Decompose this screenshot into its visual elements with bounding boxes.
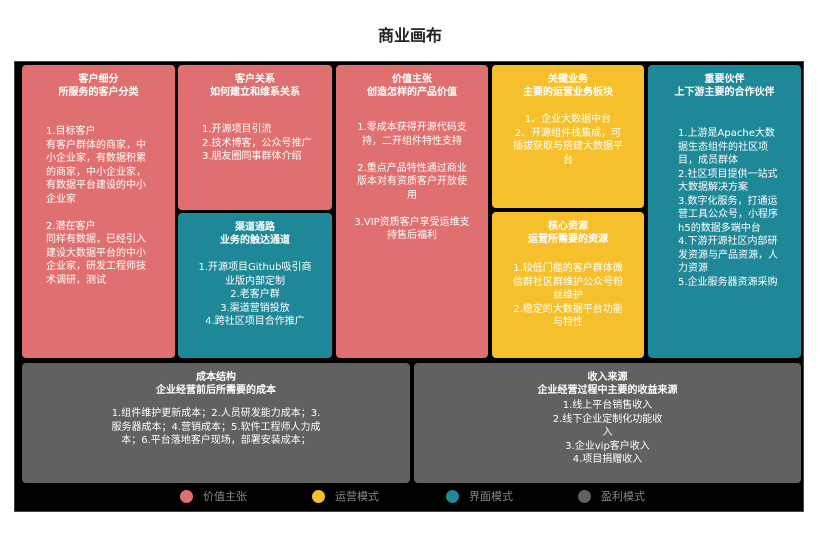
card-key-resources[interactable]: 核心资源 运营所需要的资源 1.较低门槛的客户群体微信群社区群维护公众号粉丝维护… [492,212,644,358]
card-cost-structure[interactable]: 成本结构 企业经营前后所需要的成本 1.组件维护更新成本；2.人员研发能力成本；… [22,363,410,483]
legend-dot-icon [312,489,325,503]
card-channels[interactable]: 渠道通路 业务的触达通道 1.开源项目Github吸引商业版内部定制 2.老客户… [178,213,332,358]
legend-label: 价值主张 [203,490,247,503]
card-title: 客户关系 [235,74,275,85]
card-body: 1.线上平台销售收入 2.线下企业定制化功能收入 3.企业vip客户收入 4.项… [552,400,663,465]
card-revenue-streams[interactable]: 收入来源 企业经营过程中主要的收益来源 1.线上平台销售收入 2.线下企业定制化… [414,363,801,483]
card-title: 核心资源 [548,221,588,232]
card-body: 1、企业大数据中台 2、开源组件栈集成，可插拔获取与搭建大数据平台 [513,114,623,166]
card-subtitle: 如何建立和维系关系 [210,87,300,98]
card-key-activities[interactable]: 关键业务 主要的运营业务板块 1、企业大数据中台 2、开源组件栈集成，可插拔获取… [492,65,644,208]
card-body: 1.零成本获得开源代码支持，二开组件特性支持 2.重点产品特性通过商业版本对有资… [354,122,470,241]
card-subtitle: 企业经营前后所需要的成本 [156,385,276,396]
legend-label: 盈利模式 [601,490,645,503]
card-key-partners[interactable]: 重要伙伴 上下游主要的合作伙伴 1.上游是Apache大数据生态组件的社区项目，… [648,65,801,358]
card-customer-relations[interactable]: 客户关系 如何建立和维系关系 1.开源项目引流 2.技术博客，公众号推广 3.朋… [178,65,332,210]
card-value-proposition[interactable]: 价值主张 创造怎样的产品价值 1.零成本获得开源代码支持，二开组件特性支持 2.… [336,65,488,358]
card-body: 1.组件维护更新成本；2.人员研发能力成本；3.服务器成本；4.营销成本；5.软… [111,408,321,446]
card-body: 1.开源项目Github吸引商业版内部定制 2.老客户群 3.渠道营销投放 4.… [198,262,312,327]
card-title: 客户细分 [78,74,119,85]
legend-label: 界面模式 [469,490,513,503]
card-title: 关键业务 [548,74,588,85]
card-subtitle: 所服务的客户分类 [58,87,139,98]
page-title: 商业画布 [377,26,442,45]
card-body: 1.较低门槛的客户群体微信群社区群维护公众号粉丝维护 2.稳定的大数据平台功能与… [513,263,623,328]
card-subtitle: 企业经营过程中主要的收益来源 [537,385,678,396]
card-title: 重要伙伴 [704,74,745,85]
legend-item-profit[interactable]: 盈利模式 [578,488,645,504]
legend-item-ops[interactable]: 运营模式 [312,488,379,504]
legend-item-value[interactable]: 价值主张 [180,488,247,504]
legend-dot-icon [446,489,459,503]
card-body: 1.目标客户 有客户群体的商家，中小企业家，有数据积累的商家，中小企业家，有数据… [46,126,146,286]
card-title: 成本结构 [196,372,236,383]
card-title: 收入来源 [587,372,628,383]
legend: 价值主张 运营模式 界面模式 盈利模式 [0,488,820,506]
legend-dot-icon [180,489,193,503]
card-subtitle: 运营所需要的资源 [528,234,608,245]
card-customer-segments[interactable]: 客户细分 所服务的客户分类 1.目标客户 有客户群体的商家，中小企业家，有数据积… [22,65,175,358]
card-title: 渠道通路 [235,222,275,233]
legend-item-interface[interactable]: 界面模式 [446,488,513,504]
card-subtitle: 上下游主要的合作伙伴 [674,87,775,98]
card-subtitle: 创造怎样的产品价值 [367,87,457,98]
card-body: 1.开源项目引流 2.技术博客，公众号推广 3.朋友圈同事群体介绍 [202,124,312,162]
card-subtitle: 主要的运营业务板块 [523,87,613,98]
card-title: 价值主张 [392,74,432,85]
legend-dot-icon [578,489,591,503]
card-subtitle: 业务的触达通道 [220,235,290,246]
legend-label: 运营模式 [335,490,379,503]
card-body: 1.上游是Apache大数据生态组件的社区项目，成员群体 2.社区项目提供一站式… [678,128,778,288]
